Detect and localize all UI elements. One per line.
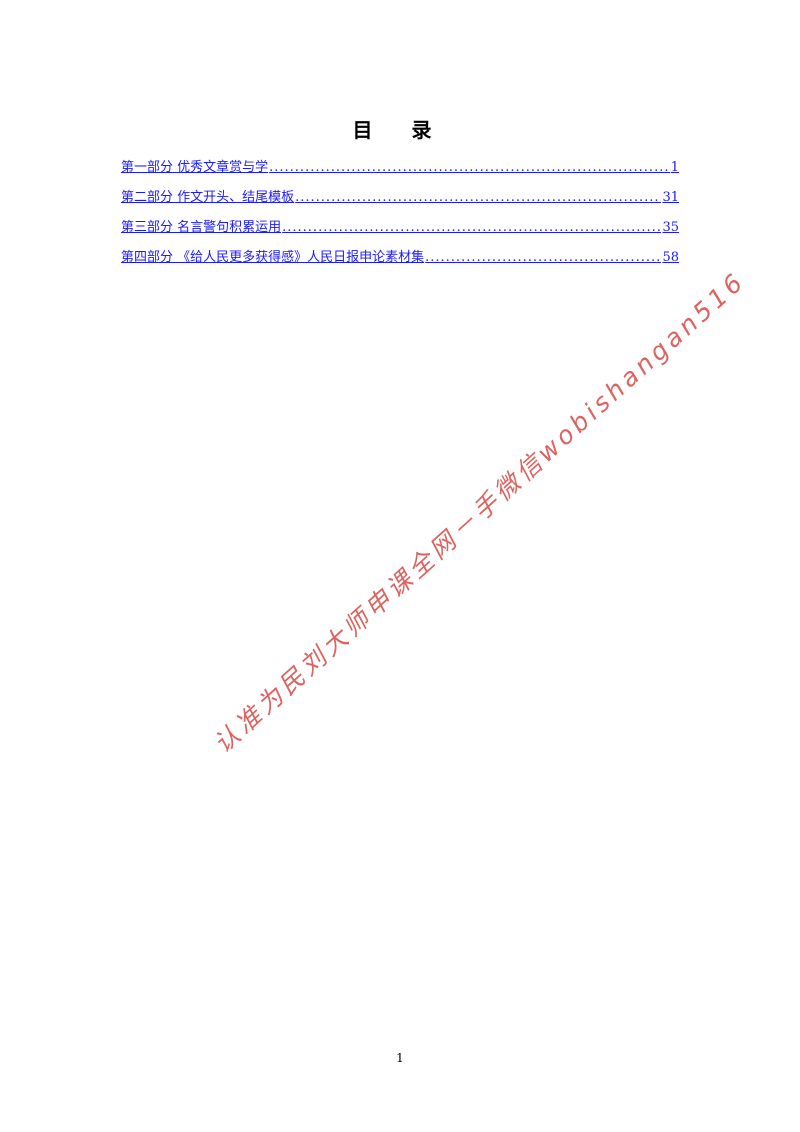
toc-entry-page: 58 xyxy=(662,250,679,265)
handwritten-watermark: 认准为民刘大师申课全网－手微信wobishangan516 xyxy=(208,266,751,759)
toc-title: 目 录 xyxy=(352,118,448,142)
toc-leader-dots xyxy=(282,218,661,238)
toc-list: 第一部分 优秀文章赏与学 1 第二部分 作文开头、结尾模板 31 第三部分 名言… xyxy=(121,158,679,278)
toc-entry-label: 第四部分 《给人民更多获得感》人民日报申论素材集 xyxy=(121,250,425,265)
toc-entry-part-4[interactable]: 第四部分 《给人民更多获得感》人民日报申论素材集 58 xyxy=(121,248,679,278)
toc-entry-label: 第一部分 优秀文章赏与学 xyxy=(121,160,269,175)
toc-entry-page: 35 xyxy=(662,220,679,235)
toc-entry-part-3[interactable]: 第三部分 名言警句积累运用 35 xyxy=(121,218,679,248)
toc-entry-label: 第三部分 名言警句积累运用 xyxy=(121,220,282,235)
toc-leader-dots xyxy=(425,248,661,268)
page-number: 1 xyxy=(396,1051,404,1065)
toc-leader-dots xyxy=(269,158,670,178)
toc-entry-page: 1 xyxy=(670,160,679,175)
toc-entry-part-1[interactable]: 第一部分 优秀文章赏与学 1 xyxy=(121,158,679,188)
toc-leader-dots xyxy=(295,188,661,208)
toc-entry-part-2[interactable]: 第二部分 作文开头、结尾模板 31 xyxy=(121,188,679,218)
toc-entry-label: 第二部分 作文开头、结尾模板 xyxy=(121,190,295,205)
toc-entry-page: 31 xyxy=(662,190,679,205)
